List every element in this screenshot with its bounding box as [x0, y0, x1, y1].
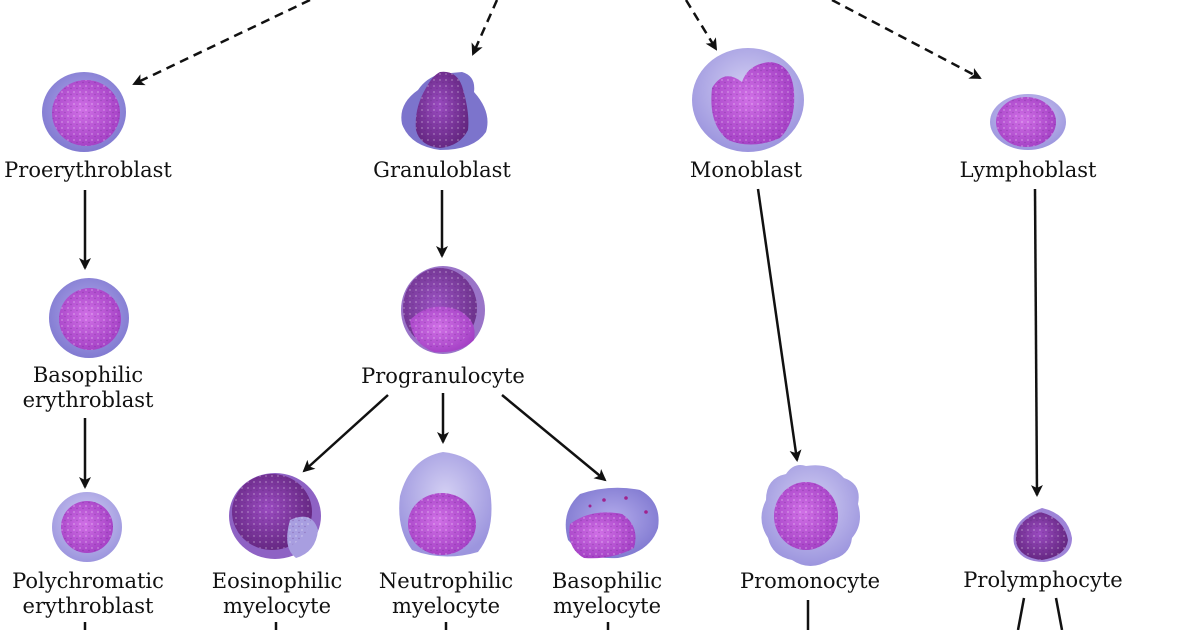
label-eosinophilic-myelocyte: Eosinophilic myelocyte	[211, 569, 343, 618]
label-promonocyte: Promonocyte	[739, 569, 881, 593]
polychromatic-erythroblast-cell	[52, 492, 122, 562]
dashed-arrow-to-monoblast	[684, 0, 718, 51]
label-basophilic-myelocyte: Basophilic myelocyte	[551, 569, 663, 618]
dashed-arrow-to-granuloblast	[471, 0, 499, 56]
dashed-arrow-to-proerythroblast	[132, 0, 311, 86]
monoblast-cell	[692, 48, 804, 152]
arrow-progranulocyte-to-eosinophilic	[302, 394, 389, 473]
label-basophilic-erythroblast: Basophilic erythroblast	[22, 363, 154, 412]
proerythroblast-cell	[42, 72, 126, 152]
label-prolymphocyte: Prolymphocyte	[963, 568, 1123, 592]
label-monoblast: Monoblast	[689, 158, 803, 182]
label-proerythroblast: Proerythroblast	[4, 158, 172, 182]
label-polychromatic-erythroblast: Polychromatic erythroblast	[12, 569, 164, 618]
dashed-arrow-to-lymphoblast	[831, 0, 982, 80]
arrow-lymphoblast-to-prolymphocyte	[1030, 188, 1043, 497]
granuloblast-cell	[401, 71, 488, 150]
continuation-line-prolymphocyte-left	[1016, 597, 1026, 630]
continuation-line-prolymphocyte-right	[1054, 597, 1064, 630]
solid-arrows	[79, 188, 1064, 630]
label-lymphoblast: Lymphoblast	[959, 158, 1097, 182]
progranulocyte-cell	[401, 266, 485, 354]
label-neutrophilic-myelocyte: Neutrophilic myelocyte	[378, 569, 514, 618]
prolymphocyte-cell	[1013, 508, 1072, 562]
basophilic-erythroblast-cell	[49, 278, 129, 358]
neutrophilic-myelocyte-cell	[399, 452, 492, 557]
label-granuloblast: Granuloblast	[373, 158, 511, 182]
lymphoblast-cell	[990, 94, 1066, 150]
arrow-monoblast-to-promonocyte	[756, 188, 802, 462]
arrow-progranulocyte-to-basophilic-myelocyte	[501, 394, 607, 482]
eosinophilic-myelocyte-cell	[229, 473, 321, 559]
dashed-arrows	[132, 0, 982, 86]
label-progranulocyte: Progranulocyte	[361, 364, 525, 388]
promonocyte-cell	[761, 465, 860, 566]
basophilic-myelocyte-cell	[565, 487, 659, 559]
